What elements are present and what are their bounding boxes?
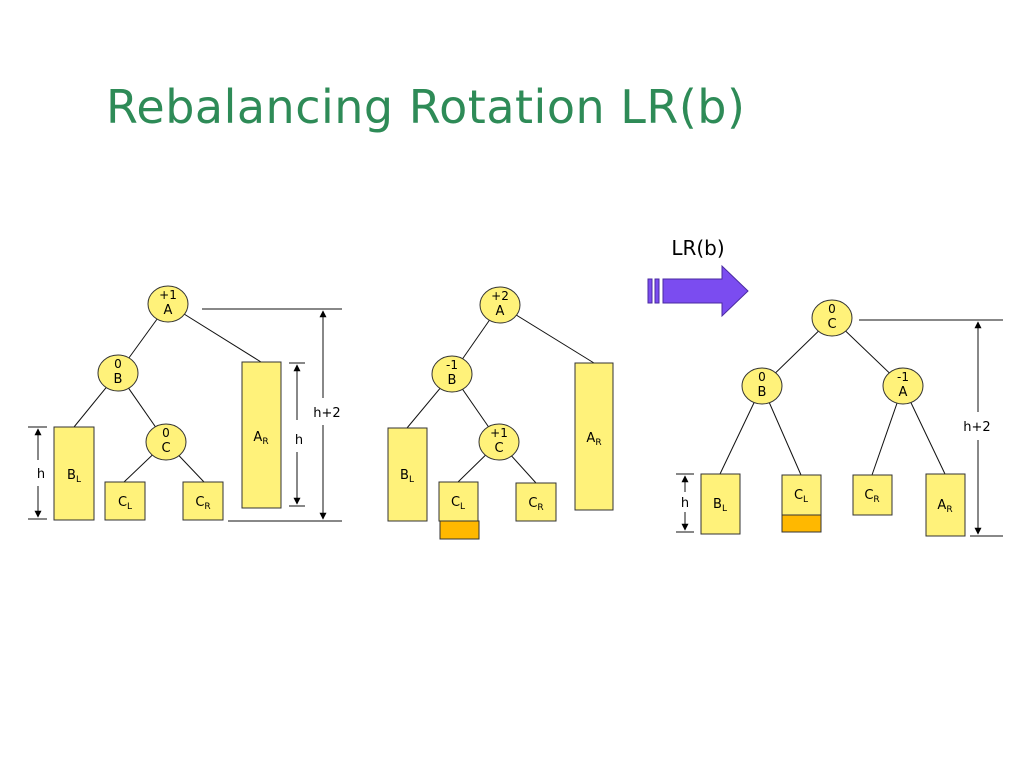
subtree-subscript: L	[76, 475, 81, 485]
subtree-subscript: R	[262, 437, 268, 447]
dimension-label: h	[681, 496, 689, 511]
subtree-label: A	[586, 431, 595, 446]
svg-text:AR: AR	[586, 431, 601, 448]
dimension-label: h	[37, 467, 45, 482]
subtree-label: A	[937, 498, 946, 513]
balance-factor: -1	[897, 370, 909, 384]
node-b: 0 B	[97, 354, 139, 392]
subtree-bl: BL	[700, 473, 741, 535]
subtree-cl: CL	[438, 481, 480, 540]
node-b: -1 B	[431, 355, 473, 393]
subtree-subscript: L	[803, 495, 808, 505]
subtree-cr: CR	[852, 474, 893, 516]
subtree-cl: CL	[104, 481, 146, 521]
balance-factor: 0	[758, 370, 766, 384]
subtree-ar: AR	[574, 362, 614, 511]
node-label: C	[827, 317, 836, 332]
node-label: C	[161, 441, 170, 456]
balance-factor: 0	[114, 357, 122, 371]
dimension-h: h	[676, 473, 694, 533]
subtree-cl: CL	[781, 474, 822, 533]
node-a: +1 A	[147, 285, 189, 323]
subtree-ar: AR	[241, 361, 282, 509]
svg-text:CL: CL	[118, 495, 132, 512]
subtree-label: B	[713, 497, 722, 512]
dimension-h-plus-2: h+2	[202, 308, 342, 522]
node-c: 0 C	[145, 423, 187, 461]
slide-title: Rebalancing Rotation LR(b)	[106, 80, 746, 134]
subtree-label: C	[528, 496, 537, 511]
dimension-label: h+2	[963, 420, 990, 435]
subtree-subscript: L	[722, 504, 727, 514]
svg-text:AR: AR	[937, 498, 952, 515]
svg-text:BL: BL	[713, 497, 727, 514]
subtree-subscript: L	[460, 502, 465, 512]
node-label: B	[448, 373, 457, 388]
subtree-ar: AR	[925, 473, 966, 537]
subtree-subscript: R	[595, 438, 601, 448]
subtree-subscript: R	[946, 505, 952, 515]
subtree-label: C	[794, 488, 803, 503]
subtree-subscript: L	[127, 502, 132, 512]
inserted-level	[439, 520, 480, 540]
subtree-label: C	[195, 495, 204, 510]
dimension-h-right: h	[289, 362, 305, 507]
balance-factor: 0	[828, 302, 836, 316]
balance-factor: 0	[162, 426, 170, 440]
balance-factor: +2	[491, 289, 509, 303]
dimension-label: h+2	[313, 406, 340, 421]
node-label: B	[758, 385, 767, 400]
node-c: +1 C	[478, 423, 520, 461]
subtree-subscript: R	[873, 495, 879, 505]
svg-text:BL: BL	[400, 468, 414, 485]
arrow-right-icon	[662, 264, 749, 318]
balance-factor: +1	[159, 288, 177, 302]
rotation-arrow: LR(b)	[647, 236, 749, 318]
node-b: 0 B	[741, 367, 783, 405]
dimension-label: h	[295, 433, 303, 448]
svg-text:CL: CL	[794, 488, 808, 505]
node-a: -1 A	[882, 367, 924, 405]
subtree-label: B	[67, 468, 76, 483]
tree-after-insert: BL CL CR AR +2 A	[387, 286, 614, 540]
inserted-level	[781, 514, 822, 533]
subtree-subscript: R	[537, 503, 543, 513]
svg-text:CR: CR	[528, 496, 543, 513]
subtree-label: C	[118, 495, 127, 510]
svg-text:BL: BL	[67, 468, 81, 485]
dimension-h-plus-2: h+2	[859, 319, 1003, 537]
node-label: A	[496, 304, 505, 319]
subtree-subscript: L	[409, 475, 414, 485]
svg-text:CR: CR	[864, 488, 879, 505]
dimension-h-left: h	[28, 426, 47, 520]
node-label: A	[899, 385, 908, 400]
tree-before-insert: BL CL CR AR +1 A 0	[28, 285, 342, 522]
subtree-cr: CR	[515, 482, 557, 522]
svg-text:CL: CL	[451, 495, 465, 512]
node-label: A	[164, 303, 173, 318]
subtree-subscript: R	[204, 502, 210, 512]
subtree-label: B	[400, 468, 409, 483]
svg-text:CR: CR	[195, 495, 210, 512]
node-label: C	[494, 441, 503, 456]
node-c: 0 C	[811, 299, 853, 337]
svg-text:AR: AR	[253, 430, 268, 447]
subtree-label: C	[451, 495, 460, 510]
subtree-bl: BL	[387, 427, 428, 522]
subtree-bl: BL	[53, 426, 95, 521]
tree-after-rotation: BL CL CR AR 0 C	[676, 299, 1003, 537]
node-a: +2 A	[479, 286, 521, 324]
subtree-label: A	[253, 430, 262, 445]
subtree-label: C	[864, 488, 873, 503]
node-label: B	[114, 372, 123, 387]
subtree-cr: CR	[182, 481, 224, 521]
balance-factor: +1	[490, 426, 508, 440]
balance-factor: -1	[446, 358, 458, 372]
rotation-label: LR(b)	[671, 236, 724, 260]
